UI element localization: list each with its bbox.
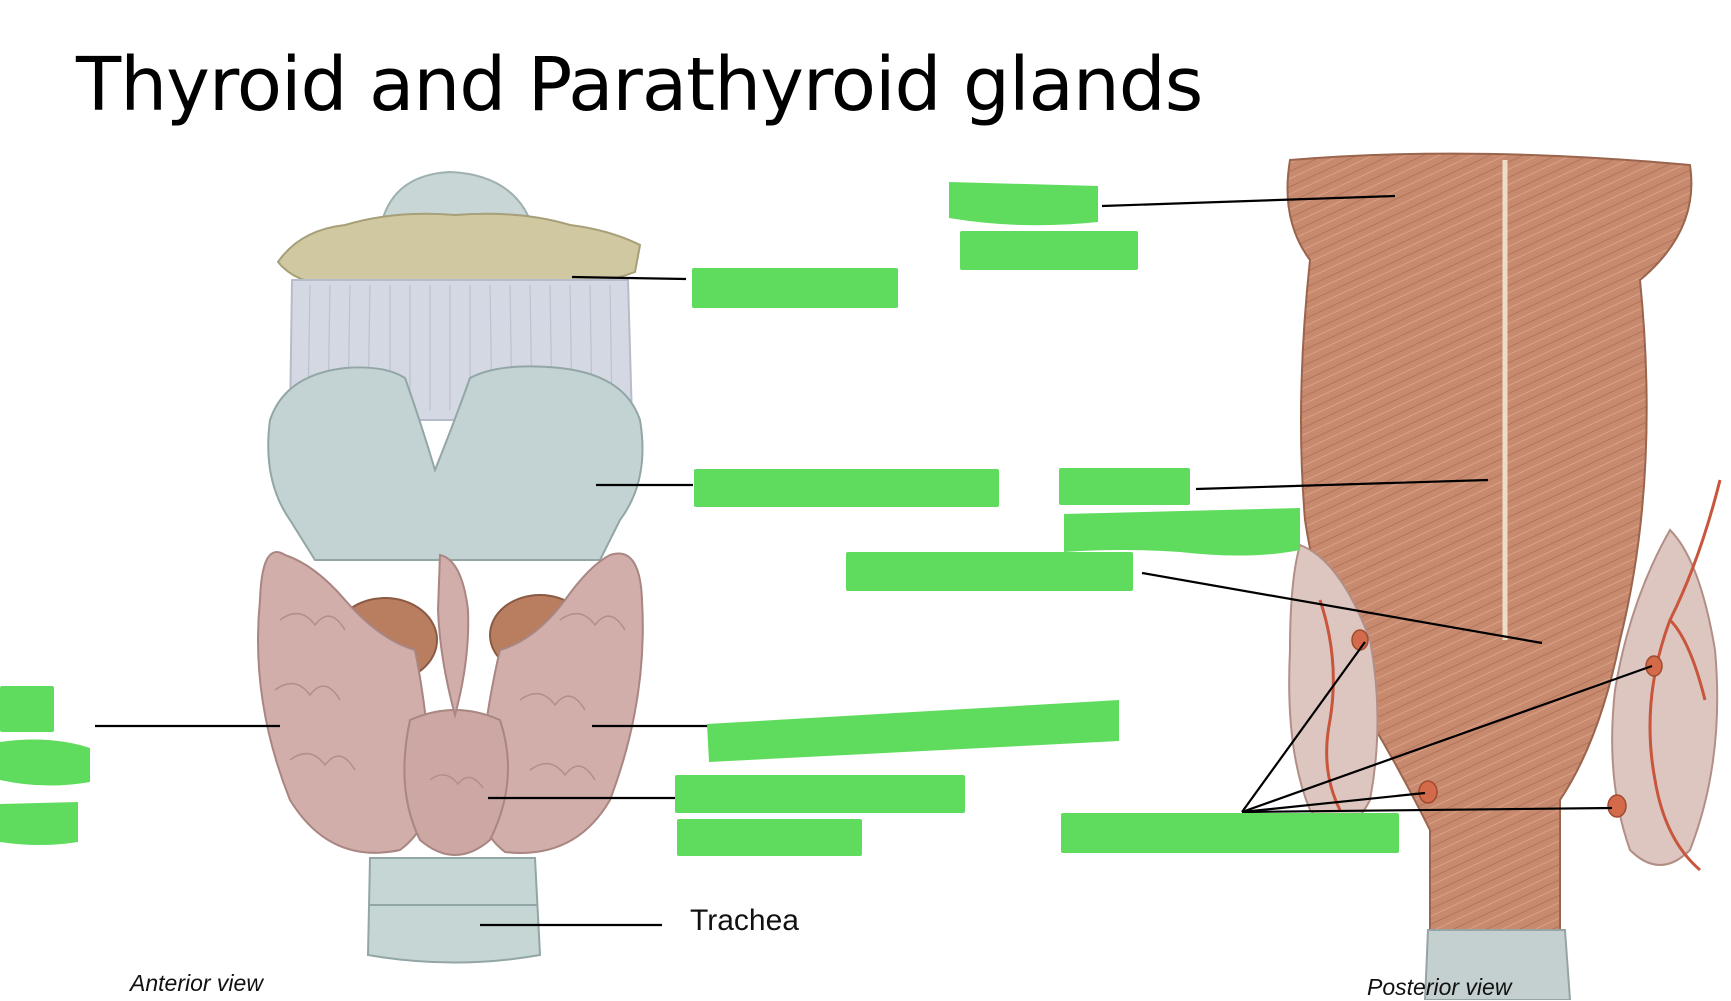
leader-line-parathyroid-2 — [1241, 664, 1653, 814]
answer-mask-right-lobe-1 — [0, 686, 54, 732]
right-thyroid-lobe — [257, 551, 433, 854]
thyroid-cartilage — [267, 365, 644, 561]
answer-mask-right-lobe-2 — [0, 739, 90, 786]
thyroid-arteries — [1318, 479, 1722, 872]
answer-mask-thyroid-cartilage — [694, 469, 999, 507]
answer-mask-posterior-top-2 — [960, 231, 1138, 270]
posterior-left-thyroid-lobe — [1611, 528, 1719, 866]
trachea-label: Trachea — [690, 904, 799, 937]
leader-line-posterior-lower — [1141, 571, 1543, 645]
answer-mask-isthmus-2 — [677, 819, 862, 856]
answer-mask-isthmus-1 — [675, 775, 965, 813]
leader-line-posterior-top — [1101, 194, 1396, 208]
parathyroid-gland-lower-left — [1418, 780, 1438, 804]
anterior-larynx-drawing — [257, 170, 644, 964]
posterior-trachea — [1423, 929, 1572, 1000]
pyramidal-lobe — [436, 553, 470, 719]
parathyroid-gland-upper-right — [1645, 655, 1663, 677]
parathyroid-gland-lower-right — [1607, 794, 1627, 818]
slide-title: Thyroid and Parathyroid glands — [76, 42, 1203, 128]
answer-mask-left-lobe — [707, 700, 1119, 762]
answer-mask-posterior-top-1 — [949, 182, 1098, 226]
answer-mask-right-lobe-3 — [0, 802, 78, 845]
answer-mask-posterior-middle-1 — [1059, 468, 1190, 505]
answer-mask-posterior-lower — [846, 552, 1133, 591]
trachea-drawing — [366, 857, 542, 964]
leader-line-parathyroid-4 — [1241, 806, 1613, 814]
leader-line-parathyroid-3 — [1241, 791, 1426, 814]
answer-mask-posterior-middle-2 — [1064, 508, 1300, 556]
thyroid-lobule-texture — [274, 612, 626, 789]
answer-mask-hyoid — [692, 268, 898, 308]
leader-line-hyoid — [571, 275, 687, 281]
anterior-view-caption: Anterior view — [130, 970, 263, 996]
leader-line-parathyroid-1 — [1241, 641, 1366, 813]
posterior-view-caption: Posterior view — [1367, 974, 1512, 1000]
leader-line-posterior-middle — [1195, 478, 1489, 491]
pharyngeal-constrictor-muscles — [1286, 152, 1693, 941]
answer-mask-parathyroid — [1061, 813, 1399, 853]
